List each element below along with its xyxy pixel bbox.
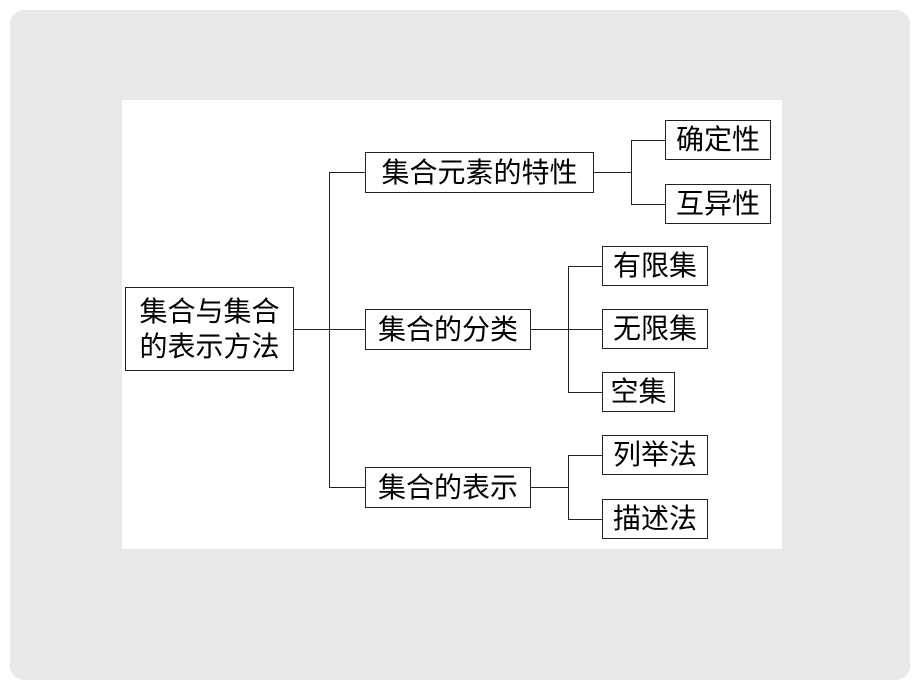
leaf-node-enumeration: 列举法 <box>602 435 708 475</box>
leaf-2-3-connector <box>568 392 602 393</box>
leaf-node-infinite-set: 无限集 <box>602 309 708 349</box>
branch-1-out-connector <box>594 172 631 173</box>
leaf-node-definiteness: 确定性 <box>665 120 771 160</box>
branch-node-classification: 集合的分类 <box>365 309 531 350</box>
branch-3-out-connector <box>531 487 568 488</box>
leaf-node-finite-set-label: 有限集 <box>612 249 697 282</box>
leaf-node-description: 描述法 <box>602 499 708 539</box>
branch-node-representation: 集合的表示 <box>365 467 531 508</box>
branch-node-classification-label: 集合的分类 <box>377 312 518 346</box>
leaf-node-finite-set: 有限集 <box>602 246 708 286</box>
leaf-node-enumeration-label: 列举法 <box>612 438 697 471</box>
leaf-2-1-connector <box>568 266 602 267</box>
root-node-line-2: 的表示方法 <box>139 330 280 363</box>
root-connector <box>294 329 330 330</box>
leaf-3-1-connector <box>568 455 602 456</box>
leaf-node-empty-set-label: 空集 <box>610 375 667 408</box>
root-node: 集合与集合 的表示方法 <box>125 287 294 371</box>
branch-3-connector <box>329 487 365 488</box>
branch-2-connector <box>329 329 365 330</box>
branch-3-fork <box>568 455 569 519</box>
leaf-node-distinctness-label: 互异性 <box>675 187 760 220</box>
leaf-1-1-connector <box>631 140 665 141</box>
branch-1-fork <box>631 140 632 204</box>
root-node-line-1: 集合与集合 <box>139 295 280 328</box>
diagram-panel: 集合与集合 的表示方法 集合元素的特性 确定性 互异性 集合的分类 有限集 无限… <box>122 100 782 549</box>
leaf-1-2-connector <box>631 204 665 205</box>
leaf-node-description-label: 描述法 <box>612 502 697 535</box>
leaf-node-definiteness-label: 确定性 <box>675 123 760 156</box>
branch-2-out-connector <box>531 329 568 330</box>
leaf-node-infinite-set-label: 无限集 <box>612 312 697 345</box>
leaf-3-2-connector <box>568 519 602 520</box>
leaf-2-2-connector <box>568 329 602 330</box>
branch-1-connector <box>329 172 365 173</box>
leaf-node-distinctness: 互异性 <box>665 184 771 224</box>
branch-node-properties-label: 集合元素的特性 <box>381 155 578 189</box>
branch-node-representation-label: 集合的表示 <box>377 470 518 504</box>
branch-node-properties: 集合元素的特性 <box>365 152 594 193</box>
leaf-node-empty-set: 空集 <box>602 372 675 412</box>
